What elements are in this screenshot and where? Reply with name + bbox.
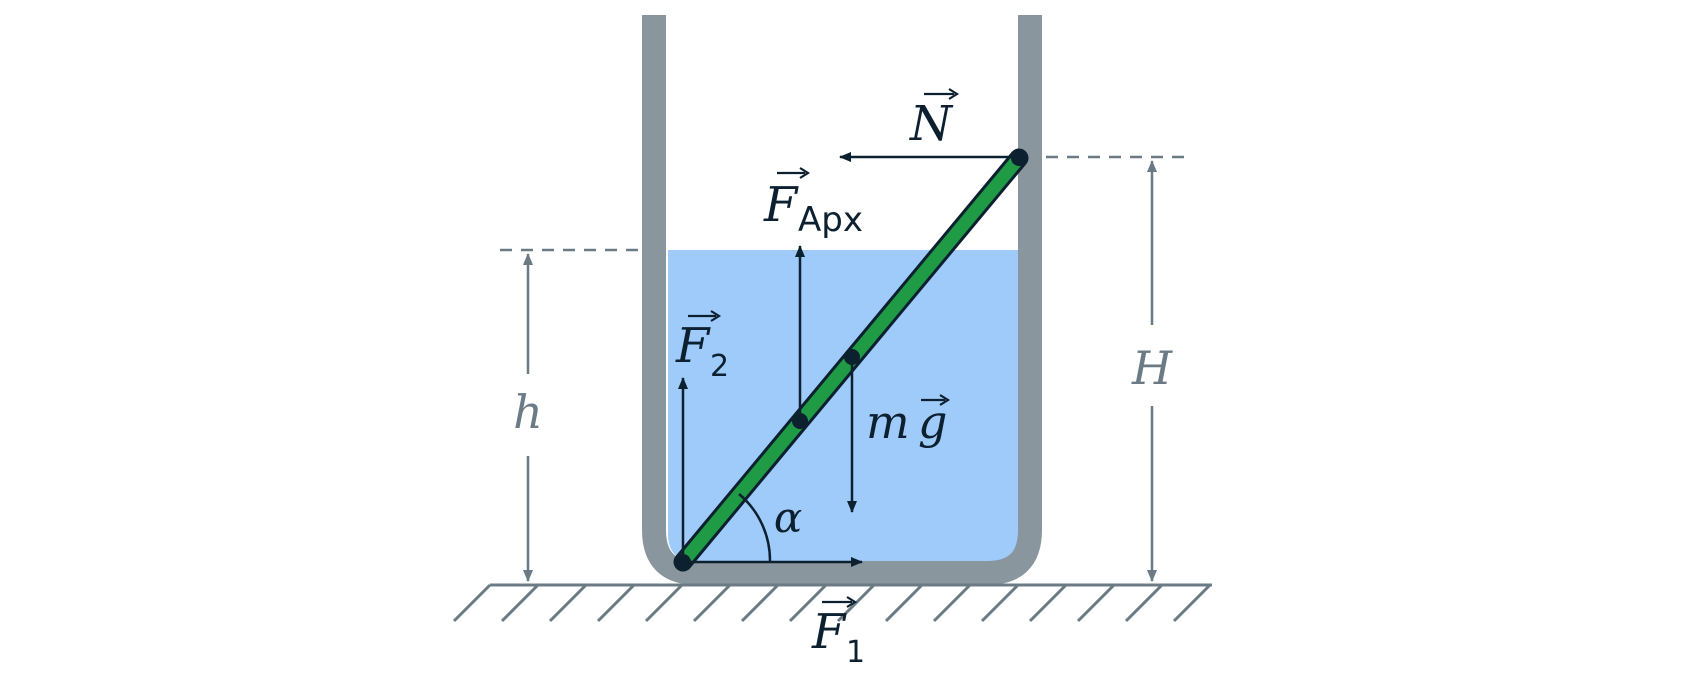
label-N: N — [909, 88, 960, 152]
ground — [452, 583, 1212, 623]
svg-text:Apx: Apx — [798, 200, 863, 240]
label-H: H — [1131, 341, 1173, 395]
point-center-of-mass — [844, 349, 860, 365]
label-h: h — [513, 385, 543, 439]
svg-text:F: F — [675, 318, 711, 374]
svg-text:2: 2 — [710, 349, 729, 384]
vector-arrow-icon — [924, 88, 960, 100]
vector-arrow-icon — [777, 167, 811, 179]
point-buoyancy-center — [792, 413, 808, 429]
svg-text:1: 1 — [846, 635, 865, 670]
vector-arrow-icon — [921, 394, 951, 406]
label-F2: F 2 — [675, 310, 729, 384]
point-top-end — [1011, 150, 1027, 166]
point-bottom-end — [675, 554, 691, 570]
vessel — [642, 15, 1042, 585]
label-F1: F 1 — [811, 596, 865, 670]
svg-text:m: m — [866, 395, 910, 449]
vector-arrow-icon — [688, 310, 722, 322]
label-mg: m g — [866, 394, 951, 449]
svg-text:F: F — [811, 604, 847, 660]
svg-text:N: N — [909, 96, 954, 152]
vector-arrow-icon — [822, 596, 858, 608]
label-F-apx: F Apx — [763, 167, 863, 240]
label-alpha: α — [774, 493, 802, 542]
angle-alpha-arc — [738, 493, 772, 562]
svg-text:F: F — [763, 177, 799, 233]
